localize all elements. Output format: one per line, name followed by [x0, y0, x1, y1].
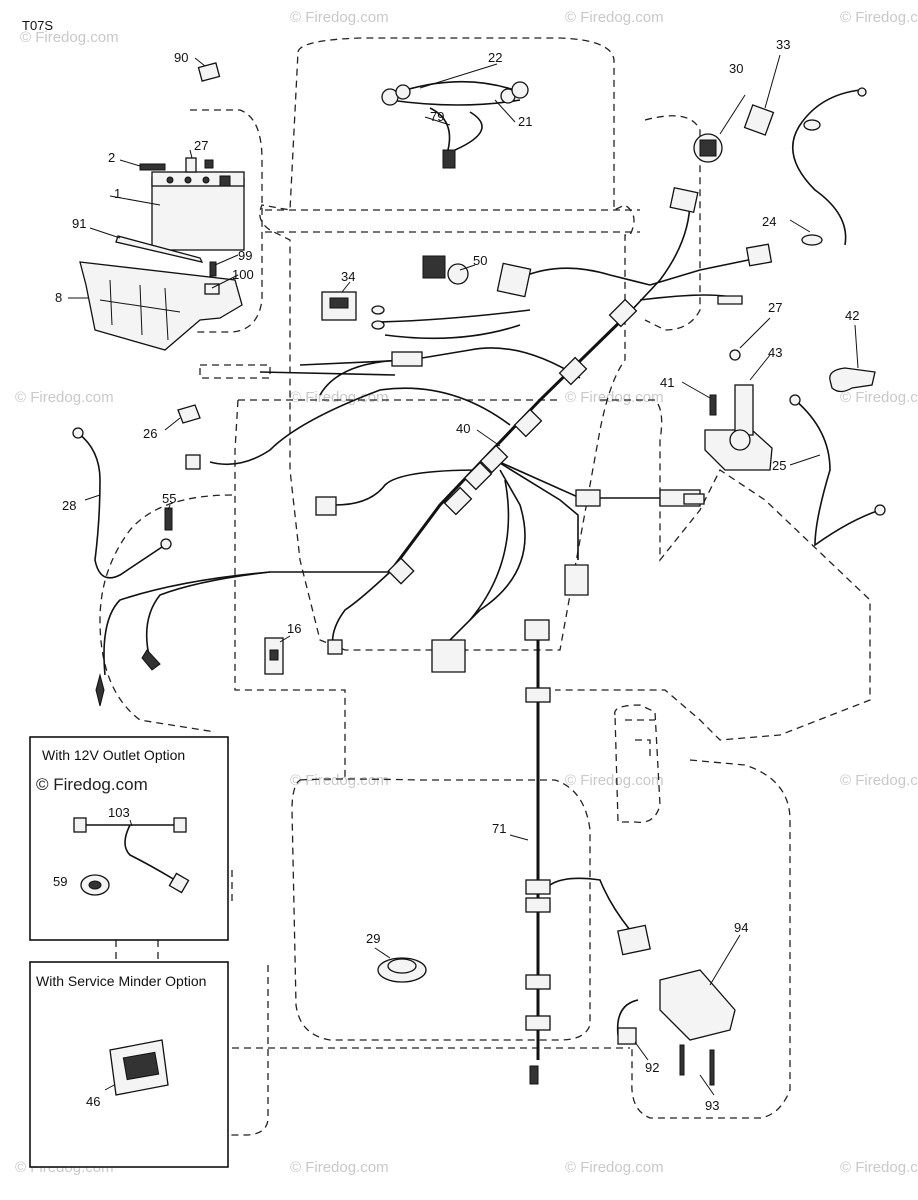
callout-41: 41: [660, 375, 674, 390]
callout-40: 40: [456, 421, 470, 436]
watermark-text: © Firedog.com: [290, 389, 389, 406]
callout-43: 43: [768, 345, 782, 360]
callout-79: 79: [430, 109, 444, 124]
callout-42: 42: [845, 308, 859, 323]
callout-46: 46: [86, 1094, 100, 1109]
relay-icon: [197, 62, 221, 82]
watermark-text: © Firedog.com: [840, 9, 918, 26]
battery-icon: [151, 177, 245, 251]
watermark-text: © Firedog.com: [840, 1159, 918, 1176]
watermarks: © Firedog.com © Firedog.com © Firedog.co…: [15, 9, 918, 1176]
callout-29: 29: [366, 931, 380, 946]
callout-24: 24: [762, 214, 776, 229]
fuse-icon: [177, 404, 201, 424]
callouts: 90 2 27 1 91 8 99 100 22 21 79 30 33 24 …: [55, 37, 859, 1113]
cable-icon: [791, 89, 861, 246]
callout-21: 21: [518, 114, 532, 129]
watermark-text: © Firedog.com: [15, 389, 114, 406]
harness-sleeves: [387, 298, 705, 585]
callout-8: 8: [55, 290, 62, 305]
boot-icon: [829, 367, 876, 393]
callout-27: 27: [194, 138, 208, 153]
callout-27b: 27: [768, 300, 782, 315]
watermark-text: © Firedog.com: [565, 9, 664, 26]
callout-16: 16: [287, 621, 301, 636]
callout-55: 55: [162, 491, 176, 506]
callout-100: 100: [232, 267, 254, 282]
callout-28: 28: [62, 498, 76, 513]
inset-service-title: With Service Minder Option: [36, 973, 206, 989]
watermark-text: © Firedog.com: [565, 1159, 664, 1176]
watermark-text: © Firedog.com: [290, 772, 389, 789]
bolt-icon: [139, 163, 166, 171]
key-switch-icon: [422, 255, 446, 279]
watermark-text: © Firedog.com: [565, 772, 664, 789]
callout-22: 22: [488, 50, 502, 65]
watermark-text: © Firedog.com: [840, 772, 918, 789]
callout-50: 50: [473, 253, 487, 268]
callout-26: 26: [143, 426, 157, 441]
callout-25: 25: [772, 458, 786, 473]
callout-1: 1: [114, 186, 121, 201]
watermark-text: © Firedog.com: [565, 389, 664, 406]
inset-outlet-title: With 12V Outlet Option: [42, 747, 185, 763]
callout-93: 93: [705, 1098, 719, 1113]
outlet-harness-icon: [80, 824, 180, 881]
callout-99: 99: [238, 248, 252, 263]
strap-icon: [115, 235, 204, 263]
diagram-code: T07S: [22, 18, 53, 33]
callout-34: 34: [341, 269, 355, 284]
chassis-outline: [99, 37, 871, 1136]
watermark-text: © Firedog.com: [290, 9, 389, 26]
callout-2: 2: [108, 150, 115, 165]
callout-92: 92: [645, 1060, 659, 1075]
callout-33: 33: [776, 37, 790, 52]
callout-103: 103: [108, 805, 130, 820]
callout-90: 90: [174, 50, 188, 65]
watermark-text: © Firedog.com: [290, 1159, 389, 1176]
battery-tray-icon: [79, 261, 243, 351]
connector-icon: [524, 619, 550, 641]
inset-watermark: © Firedog.com: [36, 775, 148, 794]
cable-icon: [794, 399, 881, 547]
inset-12v-outlet: With 12V Outlet Option © Firedog.com 103…: [29, 736, 229, 941]
callout-91: 91: [72, 216, 86, 231]
ground-cable-icon: [77, 432, 166, 579]
components: [72, 62, 886, 1086]
callout-30: 30: [729, 61, 743, 76]
callout-71: 71: [492, 821, 506, 836]
watermark-text: © Firedog.com: [840, 389, 918, 406]
light-harness-icon: [389, 80, 521, 151]
module-icon: [659, 969, 736, 1041]
inset-service-minder: With Service Minder Option 46: [29, 961, 229, 1168]
callout-94: 94: [734, 920, 748, 935]
leader-lines: [68, 54, 859, 1096]
callout-59: 59: [53, 874, 67, 889]
watermark-text: © Firedog.com: [20, 29, 119, 46]
